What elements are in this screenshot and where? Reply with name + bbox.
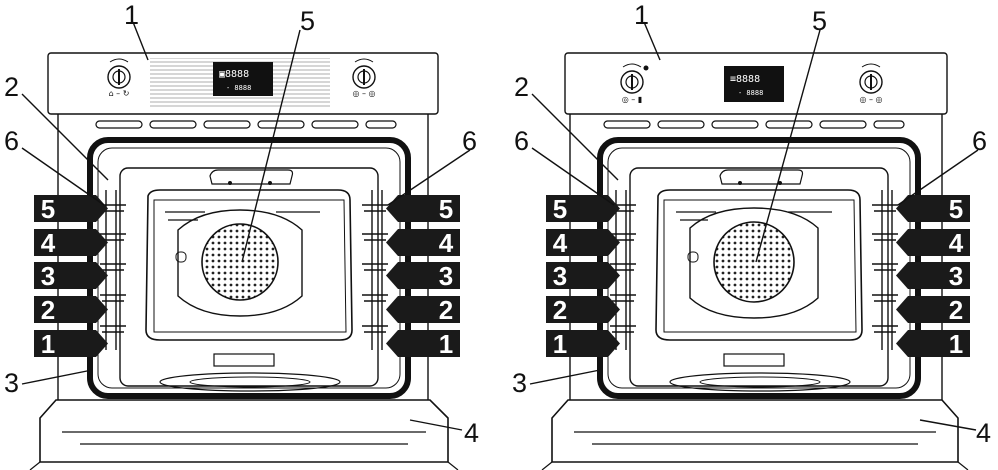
level-tag-label: 2: [439, 295, 453, 325]
oven-door: [551, 399, 959, 463]
side-rack-right: [872, 190, 898, 350]
fan-guard: [201, 223, 279, 301]
level-tag-label: 1: [553, 329, 567, 359]
callout-shelf-runner-left: 2: [4, 72, 19, 102]
level-tag-label: 3: [439, 261, 453, 291]
level-tag-label: 1: [439, 329, 453, 359]
callout-door-seal-right: 3: [512, 368, 527, 398]
level-tag-1: [546, 330, 620, 357]
callout-fan-right: 5: [812, 6, 827, 36]
right-knob-label: ◎ – ◎: [352, 89, 375, 98]
bottom-element: [669, 372, 851, 392]
level-tag-label: 5: [41, 194, 55, 224]
level-tag-label: 4: [553, 228, 568, 258]
level-tag-3: [546, 262, 620, 289]
callout-fan-left: 5: [300, 6, 315, 36]
digital-display: [724, 66, 784, 102]
callout-side-rack-right-l: 6: [514, 126, 529, 156]
level-tag-2: [896, 296, 970, 323]
display-sub-text: - 8888: [738, 89, 763, 97]
level-tag-label: 3: [41, 261, 55, 291]
level-tag-1: [386, 330, 460, 357]
left-knob-label: ⌂ – ↻: [109, 89, 130, 98]
level-tag-3: [34, 262, 108, 289]
level-tag-label: 4: [949, 228, 964, 258]
level-tag-label: 1: [949, 329, 963, 359]
left-knob[interactable]: [620, 63, 649, 94]
back-panel: [145, 189, 353, 341]
right-oven: ◎ – ▮ ≡8888 - 8888 ◎ – ◎: [541, 52, 969, 470]
level-tag-4: [546, 229, 620, 256]
callout-control-panel-right: 1: [634, 0, 649, 30]
callout-side-rack-left-r: 6: [462, 126, 477, 156]
left-oven: ⌂ – ↻ ▣8888 - 8888 ◎ – ◎: [29, 52, 459, 470]
callout-side-rack-left: 6: [4, 126, 19, 156]
display-sub-text: - 8888: [226, 84, 251, 92]
level-tag-1: [34, 330, 108, 357]
oven-cavity: [119, 167, 379, 387]
callout-door-right: 4: [976, 418, 991, 448]
level-tag-3: [896, 262, 970, 289]
oven-cavity: [629, 167, 889, 387]
level-tag-2: [386, 296, 460, 323]
level-tag-label: 4: [439, 228, 454, 258]
callout-door-left: 4: [464, 418, 479, 448]
level-tag-label: 5: [439, 194, 453, 224]
side-rack-right: [362, 190, 388, 350]
grill-element: [209, 169, 294, 185]
level-tag-4: [34, 229, 108, 256]
level-tag-label: 3: [553, 261, 567, 291]
right-knob[interactable]: [352, 58, 376, 89]
level-tag-label: 2: [553, 295, 567, 325]
grill-element: [719, 169, 804, 185]
callout-control-panel-left: 1: [124, 0, 139, 30]
level-tag-5: [34, 195, 108, 222]
level-tag-label: 5: [553, 194, 567, 224]
level-tag-2: [546, 296, 620, 323]
side-rack-left: [100, 190, 126, 350]
level-tag-4: [896, 229, 970, 256]
level-tag-5: [546, 195, 620, 222]
top-vent-slots: [603, 120, 905, 129]
callout-door-seal-left: 3: [4, 368, 19, 398]
left-knob[interactable]: [107, 58, 131, 89]
top-vent-slots: [95, 120, 397, 129]
display-main-text: ≡8888: [730, 74, 760, 85]
level-tag-3: [386, 262, 460, 289]
right-knob-label: ◎ – ◎: [859, 95, 882, 104]
level-tag-label: 2: [41, 295, 55, 325]
level-tag-5: [386, 195, 460, 222]
callout-side-rack-right: 6: [972, 126, 987, 156]
level-tag-1: [896, 330, 970, 357]
level-tag-label: 5: [949, 194, 963, 224]
bottom-element: [159, 372, 341, 392]
left-knob-label: ◎ – ▮: [622, 95, 642, 104]
level-tag-4: [386, 229, 460, 256]
callout-shelf-runner-right: 2: [514, 72, 529, 102]
callouts: [21, 21, 979, 431]
level-tag-label: 3: [949, 261, 963, 291]
back-panel: [655, 189, 863, 341]
level-tag-label: 4: [41, 228, 56, 258]
level-tag-5: [896, 195, 970, 222]
digital-display: [213, 62, 273, 96]
level-tag-label: 1: [41, 329, 55, 359]
callout-labels: 1 5 2 6 3 4 6 1 5 2 6 3 4 6: [4, 0, 991, 448]
display-main-text: ▣8888: [219, 69, 249, 80]
level-tag-label: 2: [949, 295, 963, 325]
level-tag-2: [34, 296, 108, 323]
side-rack-left: [610, 190, 636, 350]
oven-door: [39, 399, 449, 463]
right-knob[interactable]: [859, 63, 883, 94]
fan-guard: [713, 221, 795, 303]
